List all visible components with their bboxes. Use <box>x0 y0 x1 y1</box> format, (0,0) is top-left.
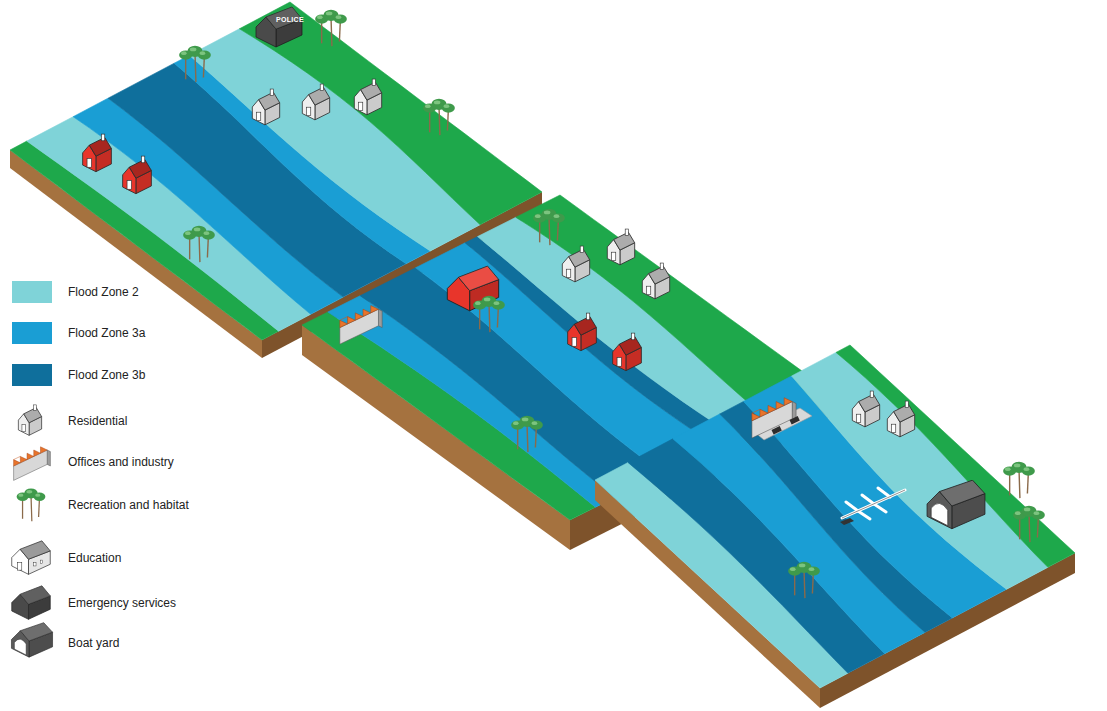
legend-text: Recreation and habitat <box>68 498 189 512</box>
legend-text: Offices and industry <box>68 455 174 469</box>
flood-band <box>744 376 1007 618</box>
legend-icons <box>11 405 52 657</box>
legend-text: Flood Zone 3b <box>68 368 145 382</box>
legend-swatch <box>12 322 52 344</box>
flood-band <box>836 345 1075 567</box>
legend-text: Flood Zone 2 <box>68 285 139 299</box>
legend-swatch <box>12 281 52 303</box>
legend-text: Education <box>68 551 121 565</box>
legend-text: Residential <box>68 414 127 428</box>
buildings <box>340 209 670 452</box>
terrain-block <box>10 2 542 358</box>
legend-text: Flood Zone 3a <box>68 326 145 340</box>
legend-swatch <box>12 364 52 386</box>
buildings <box>752 391 1045 598</box>
terrain-block <box>595 345 1075 708</box>
flood-band <box>239 2 542 225</box>
legend-text: Emergency services <box>68 596 176 610</box>
building-sign: POLICE <box>276 16 304 24</box>
legend-text: Boat yard <box>68 636 119 650</box>
flood-band <box>792 352 1048 589</box>
buildings <box>83 7 455 262</box>
